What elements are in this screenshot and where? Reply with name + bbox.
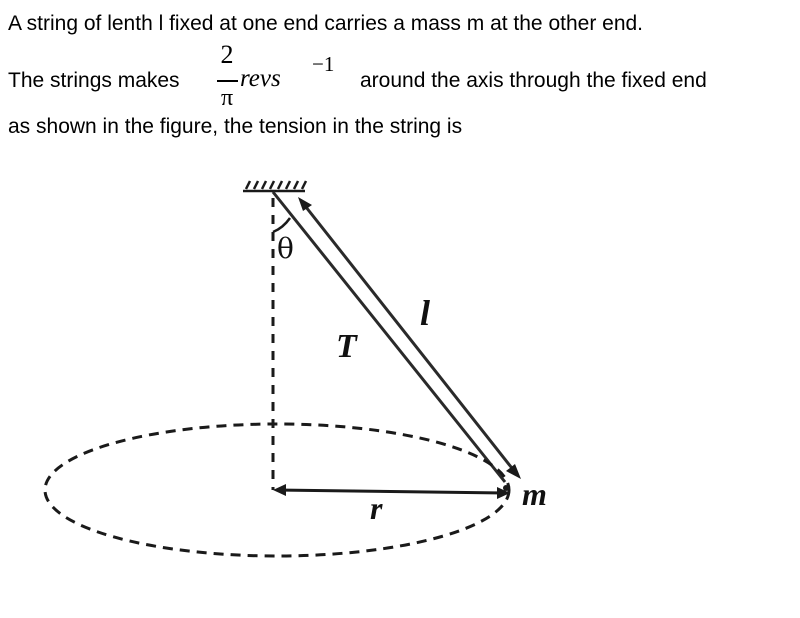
question-line-3: as shown in the figure, the tension in t… <box>8 115 463 138</box>
label-radius: r <box>370 490 383 526</box>
label-mass: m <box>522 476 547 512</box>
string-line <box>271 191 507 483</box>
radius-arrow-line <box>275 488 505 495</box>
length-arrow-line <box>300 201 517 473</box>
unit-revs: revs <box>240 65 281 92</box>
label-tension: T <box>336 328 357 365</box>
radius-arrow-head-left-icon <box>273 484 286 496</box>
question-line-2-suffix: around the axis through the fixed end <box>360 69 707 92</box>
theta-arc <box>272 217 292 234</box>
question-line-2-prefix: The strings makes <box>8 69 180 92</box>
fraction-bar <box>217 80 238 82</box>
mass-point <box>503 485 509 491</box>
fraction-denominator: π <box>220 85 234 111</box>
length-arrow-head-top-icon <box>298 197 312 211</box>
circular-path-dashed <box>43 422 511 558</box>
unit-exponent: −1 <box>312 52 335 76</box>
pendulum-diagram <box>43 180 521 558</box>
label-length: l <box>420 293 431 333</box>
ceiling-support-icon <box>243 180 308 193</box>
radius-arrow-head-right-icon <box>497 487 510 499</box>
fraction-numerator: 2 <box>220 40 234 69</box>
conical-pendulum-figure: θ l T r m <box>0 150 800 613</box>
question-line-1: A string of lenth l fixed at one end car… <box>8 12 644 35</box>
length-arrow-head-bottom-icon <box>506 464 521 479</box>
label-theta: θ <box>277 232 294 265</box>
